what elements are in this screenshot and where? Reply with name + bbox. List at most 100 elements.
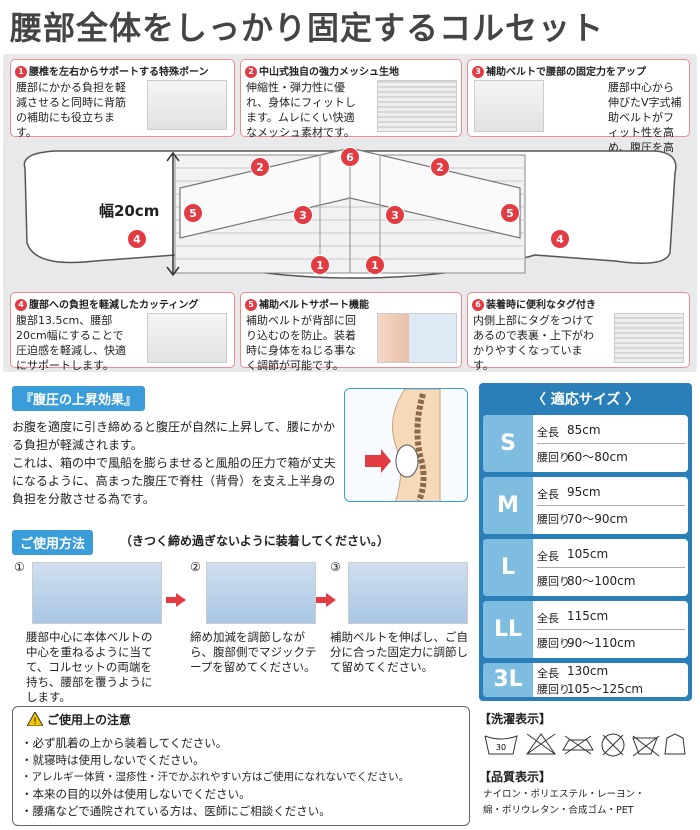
length-label: 全長 <box>537 550 559 563</box>
pressure-text-2: これは、箱の中で風船を膨らませると風船の圧力で箱が丈夫になるように、高まった腹圧… <box>12 456 336 506</box>
feature-5-image <box>377 313 457 363</box>
feature-5-num: 5 <box>245 299 257 311</box>
size-letter: 3L <box>483 663 533 697</box>
length-value: 95cm <box>567 485 601 499</box>
feature-1-image <box>147 80 227 130</box>
row-divider <box>537 505 685 506</box>
waist-label: 腰回り <box>537 451 570 464</box>
step-1-num: ① <box>14 560 25 574</box>
caution-line-1: ・必ず肌着の上から装着してください。 <box>21 736 228 750</box>
waist-label: 腰回り <box>537 637 570 650</box>
warning-icon: ! <box>26 710 44 727</box>
size-table: 〈 適応サイズ 〉 S 全長 85cm 腰回り 60〜80cm M 全長 95c… <box>479 383 692 701</box>
belt-diagram: 幅20cm 6 2 2 5 3 3 5 4 4 1 1 <box>15 143 685 288</box>
belt-badge-6: 6 <box>340 147 360 167</box>
length-value: 115cm <box>567 609 609 623</box>
usage-step-3: ③ 補助ベルトを伸ばし、ご自分に合った固定力に調節して留めてください。 <box>328 560 470 700</box>
feature-4-head: 腹部への負担を軽減したカッティング <box>29 300 199 311</box>
feature-1-body: 腰部にかかる負担を軽減させると同時に背筋の補助にも役立ちます。 <box>16 81 126 139</box>
spine-illustration <box>344 388 468 502</box>
waist-label: 腰回り <box>537 513 570 526</box>
feature-6-head: 装着時に便利なタグ付き <box>486 300 596 311</box>
feature-6-num: 6 <box>472 299 484 311</box>
feature-5-body: 補助ベルトが背部に回り込むのを防止。装着時に身体をねじる事なく調節が可能です。 <box>246 314 356 372</box>
quality-line-2: 綿・ポリウレタン・合成ゴム・PET <box>483 805 634 816</box>
size-row: 3L 全長 130cm 腰回り 105〜125cm <box>483 663 688 697</box>
belt-badge-2-left: 2 <box>250 157 270 177</box>
feature-6-image <box>614 313 684 363</box>
laundry-symbols: 30 <box>484 733 686 757</box>
step-3-num: ③ <box>330 560 341 574</box>
belt-width-label: 幅20cm <box>99 202 160 220</box>
spine-svg <box>365 389 441 501</box>
feature-5-head: 補助ベルトサポート機能 <box>259 300 369 311</box>
step-arrow-2 <box>316 592 336 607</box>
pressure-title: 『腹圧の上昇効果』 <box>12 386 146 411</box>
step-arrow-1 <box>166 592 186 607</box>
step-3-text: 補助ベルトを伸ばし、ご自分に合った固定力に調節して留めてください。 <box>330 630 468 674</box>
feature-3-image <box>474 80 544 132</box>
belt-badge-2-right: 2 <box>430 157 450 177</box>
size-header: 〈 適応サイズ 〉 <box>531 392 640 408</box>
step-3-image <box>348 562 468 624</box>
belt-badge-3-left: 3 <box>293 205 313 225</box>
caution-line-2: ・就寝時は使用しないでください。 <box>21 753 205 767</box>
waist-label: 腰回り <box>537 575 570 588</box>
size-row: S 全長 85cm 腰回り 60〜80cm <box>483 415 688 472</box>
step-2-text: 締め加減を調節しながら、腹部側でマジックテープを留めてください。 <box>190 630 317 674</box>
usage-step-2: ② 締め加減を調節しながら、腹部側でマジックテープを留めてください。 <box>188 560 320 700</box>
step-1-image <box>32 562 162 624</box>
step-2-num: ② <box>190 560 201 574</box>
feature-1-head: 腰椎を左右からサポートする特殊ボーン <box>29 67 209 78</box>
wash-icons: 30 <box>483 728 688 760</box>
arrow-right-icon <box>166 593 186 607</box>
size-row: L 全長 105cm 腰回り 80〜100cm <box>483 539 688 596</box>
belt-badge-1-right: 1 <box>365 255 385 275</box>
belt-badge-5-right: 5 <box>500 203 520 223</box>
feature-6-body: 内側上部にタグをつけてあるので表裏・上下がわかりやすくなっています。 <box>473 314 594 372</box>
row-divider <box>537 567 685 568</box>
belt-badge-5-left: 5 <box>183 203 203 223</box>
quality-line-1: ナイロン・ポリエステル・レーヨン・ <box>483 789 645 800</box>
waist-label: 腰回り <box>537 683 570 696</box>
page-title: 腰部全体をしっかり固定するコルセット <box>10 9 605 47</box>
size-row: M 全長 95cm 腰回り 70〜90cm <box>483 477 688 534</box>
feature-4-image <box>147 313 227 363</box>
length-value: 85cm <box>567 423 601 437</box>
size-letter: M <box>483 477 533 534</box>
belt-badge-1-left: 1 <box>310 255 330 275</box>
wash-title: 【洗濯表示】 <box>479 712 552 726</box>
size-letter: S <box>483 415 533 472</box>
row-divider <box>537 443 685 444</box>
length-label: 全長 <box>537 667 559 680</box>
feature-4-body: 腹部13.5cm、腰部20cm幅にすることで圧迫感を軽減し、快適にサポートします… <box>16 314 126 372</box>
usage-note: （きつく締め過ぎないように装着してください。） <box>120 534 390 548</box>
feature-2-body: 伸縮性・弾力性に優れ、身体にフィットします。ムレにくい快適なメッシュ素材です。 <box>246 81 356 139</box>
feature-2-image <box>377 80 457 132</box>
belt-badge-3-right: 3 <box>385 205 405 225</box>
feature-3-num: 3 <box>472 66 484 78</box>
usage-panel: ご使用方法 （きつく締め過ぎないように装着してください。） ① 腰部中心に本体ベ… <box>12 520 470 704</box>
caution-title: ご使用上の注意 <box>47 713 132 727</box>
waist-value: 60〜80cm <box>567 450 628 464</box>
usage-title: ご使用方法 <box>12 530 94 555</box>
usage-step-1: ① 腰部中心に本体ベルトの中心を重ねるように当てて、コルセットの両端を持ち、腰部… <box>12 560 162 704</box>
waist-value: 70〜90cm <box>567 512 628 526</box>
waist-value: 105〜125cm <box>567 682 644 696</box>
length-label: 全長 <box>537 612 559 625</box>
care-labels: 【洗濯表示】 30 【品質表示】 ナイロン・ポリエステル・レーヨン・ 綿・ポリウ… <box>479 706 692 826</box>
step-1-text: 腰部中心に本体ベルトの中心を重ねるように当てて、コルセットの両端を持ち、腰部を覆… <box>26 630 153 704</box>
pressure-text-1: お腹を適度に引き締めると腹圧が自然に上昇して、腰にかかる負担が軽減されます。 <box>12 420 336 452</box>
feature-2-head: 中山式独自の強力メッシュ生地 <box>259 67 399 78</box>
pressure-panel: 『腹圧の上昇効果』 お腹を適度に引き締めると腹圧が自然に上昇して、腰にかかる負担… <box>12 382 470 510</box>
step-2-image <box>206 562 316 624</box>
caution-line-3: ・アレルギー体質・湿疹性・汗でかぶれやすい方はご使用になれないでください。 <box>21 771 410 783</box>
caution-box: ! ご使用上の注意 ・必ず肌着の上から装着してください。 ・就寝時は使用しないで… <box>12 706 470 826</box>
quality-title: 【品質表示】 <box>479 770 552 784</box>
feature-4-num: 4 <box>15 299 27 311</box>
